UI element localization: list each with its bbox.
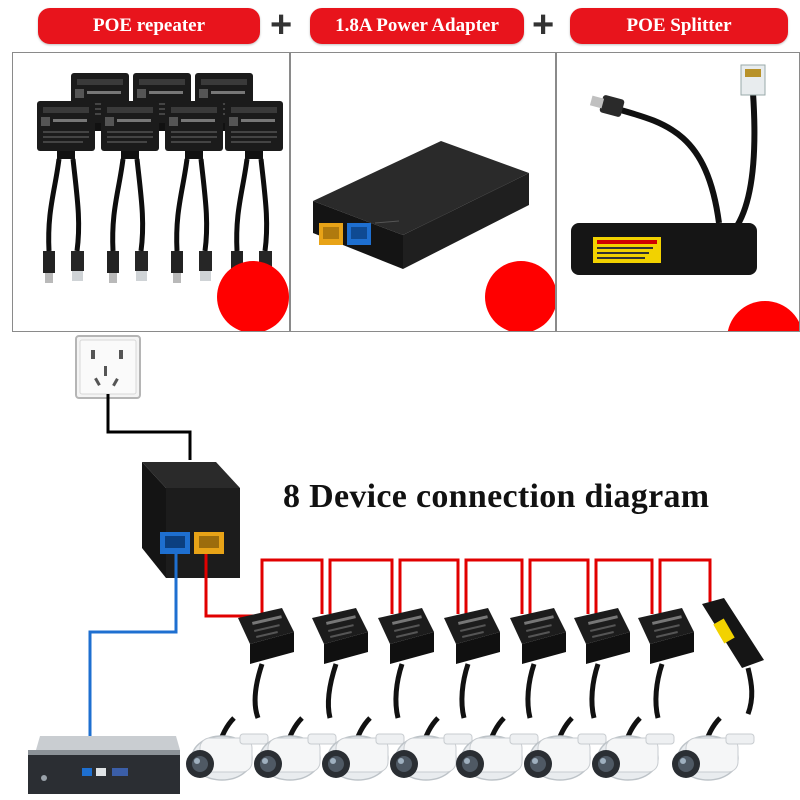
power-adapter-label: 1.8A Power Adapter (310, 8, 524, 44)
wall-outlet-icon (75, 335, 141, 399)
ip-camera-icon (456, 718, 538, 780)
connection-diagram (28, 335, 764, 794)
poe-repeater-label: POE repeater (38, 8, 260, 44)
power-adapter-icon (313, 141, 529, 269)
poe-splitter-icon (571, 64, 766, 275)
nvr-recorder-icon (28, 736, 180, 794)
poe-repeater-photo (12, 52, 290, 332)
plus-sign: + (270, 4, 293, 46)
poe-repeater-icon (574, 608, 630, 664)
ip-camera-icon (254, 718, 336, 780)
poe-splitter-icon (702, 598, 764, 668)
plus-sign: + (532, 4, 555, 46)
poe-repeater-icon (378, 608, 434, 664)
diagram-title: 8 Device connection diagram (283, 478, 710, 515)
red-marker (485, 261, 555, 331)
power-adapter-photo (290, 52, 556, 332)
ip-camera-icon (672, 718, 754, 780)
ip-camera-icon (186, 718, 268, 780)
poe-repeater-icon (238, 608, 294, 664)
poe-splitter-photo (556, 52, 800, 332)
ip-camera-icon (524, 718, 606, 780)
poe-repeater-icon (638, 608, 694, 664)
power-adapter-icon (142, 462, 240, 578)
red-marker (217, 261, 289, 331)
poe-repeater-icon (444, 608, 500, 664)
ip-camera-icon (322, 718, 404, 780)
poe-repeater-icon (510, 608, 566, 664)
poe-splitter-label: POE Splitter (570, 8, 788, 44)
ip-camera-icon (592, 718, 674, 780)
poe-repeater-icon (312, 608, 368, 664)
